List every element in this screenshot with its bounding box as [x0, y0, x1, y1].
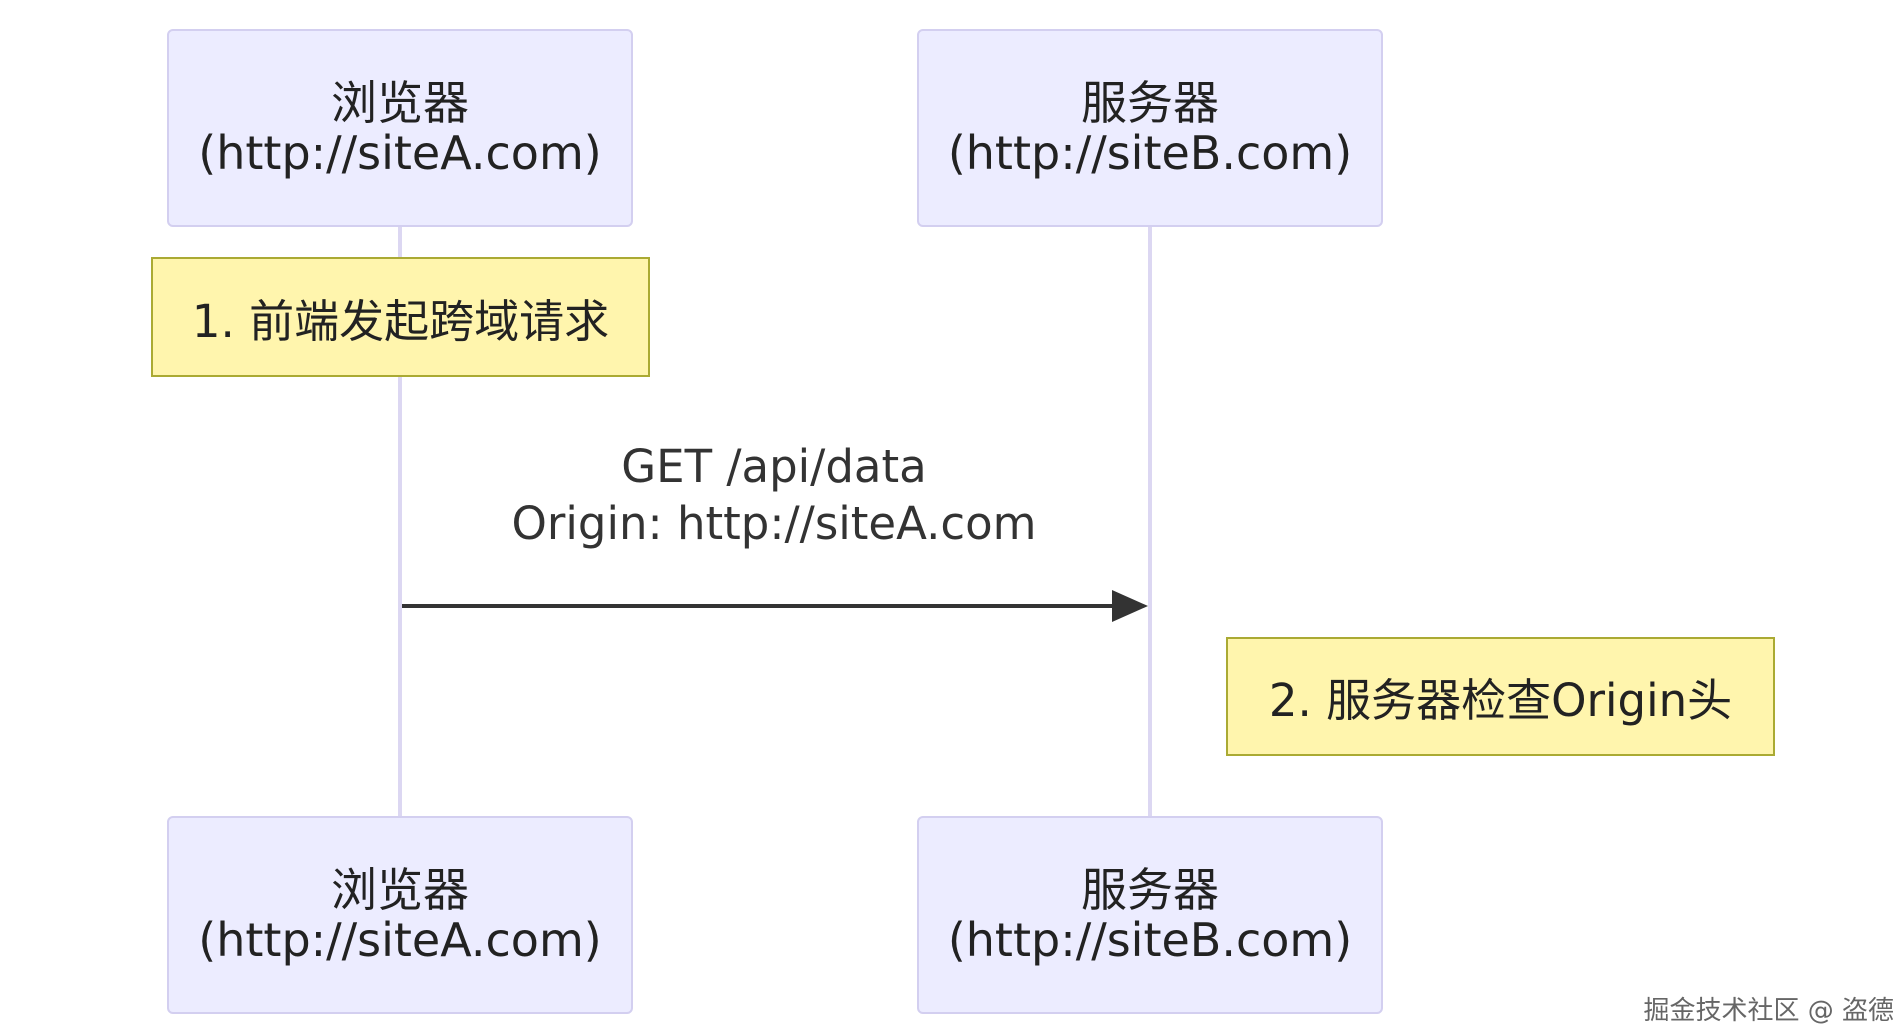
browser-actor-bottom: 浏览器 (http://siteA.com) — [167, 816, 633, 1014]
browser-actor-top: 浏览器 (http://siteA.com) — [167, 29, 633, 227]
server-actor-host: (http://siteB.com) — [947, 913, 1353, 967]
request-arrow — [402, 590, 1148, 622]
server-actor-top: 服务器 (http://siteB.com) — [917, 29, 1383, 227]
server-actor-host: (http://siteB.com) — [947, 126, 1353, 180]
note-cross-origin-request: 1. 前端发起跨域请求 — [151, 257, 650, 377]
watermark: 掘金技术社区 @ 盗德 — [1643, 996, 1894, 1026]
browser-actor-host: (http://siteA.com) — [198, 126, 602, 180]
request-line: GET /api/data — [621, 440, 927, 493]
browser-actor-host: (http://siteA.com) — [198, 913, 602, 967]
browser-lifeline — [398, 226, 402, 816]
server-actor-name: 服务器 — [1081, 76, 1219, 130]
server-lifeline — [1148, 226, 1152, 816]
request-message-label: GET /api/data Origin: http://siteA.com — [400, 438, 1148, 552]
browser-actor-name: 浏览器 — [331, 863, 469, 917]
server-actor-name: 服务器 — [1081, 863, 1219, 917]
browser-actor-name: 浏览器 — [331, 76, 469, 130]
note-cross-origin-request-text: 1. 前端发起跨域请求 — [191, 294, 610, 348]
note-check-origin-text: 2. 服务器检查Origin头 — [1268, 674, 1733, 727]
origin-header-line: Origin: http://siteA.com — [511, 497, 1037, 550]
request-arrow-head — [1112, 590, 1148, 622]
server-actor-bottom: 服务器 (http://siteB.com) — [917, 816, 1383, 1014]
note-check-origin: 2. 服务器检查Origin头 — [1226, 637, 1775, 756]
